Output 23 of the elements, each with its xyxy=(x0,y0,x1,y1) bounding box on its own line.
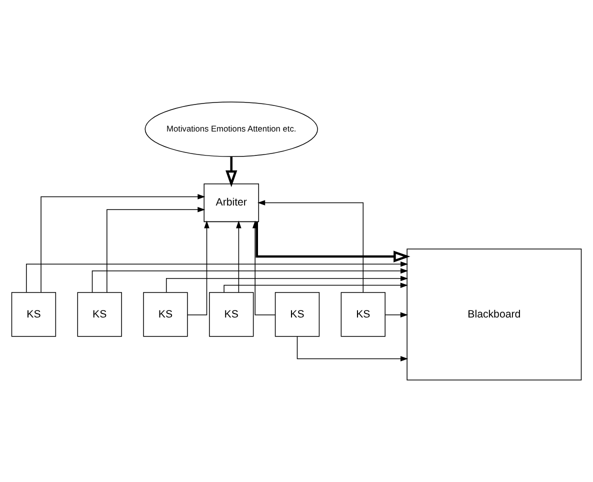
node-box: KS xyxy=(274,292,320,337)
arrow xyxy=(26,261,408,293)
arrow xyxy=(92,268,408,293)
node-box: Arbiter xyxy=(204,183,260,222)
node-box: KS xyxy=(77,292,122,337)
arrow xyxy=(258,200,364,293)
arrow xyxy=(40,194,206,293)
arrow xyxy=(106,206,206,293)
node-ellipse: Motivations Emotions Attention etc. xyxy=(144,102,318,157)
node-box: KS xyxy=(11,292,56,337)
arrow xyxy=(166,276,408,293)
arrow xyxy=(187,220,210,316)
arrow xyxy=(296,336,408,362)
arrow xyxy=(252,220,276,316)
arrow xyxy=(226,156,238,188)
arrow xyxy=(224,282,408,293)
arrow xyxy=(236,220,242,293)
arrow xyxy=(256,222,410,262)
node-box: KS xyxy=(340,292,386,337)
arrow xyxy=(385,312,408,318)
node-box: KS xyxy=(209,292,254,337)
node-box: Blackboard xyxy=(406,248,582,380)
node-box: KS xyxy=(143,292,188,337)
